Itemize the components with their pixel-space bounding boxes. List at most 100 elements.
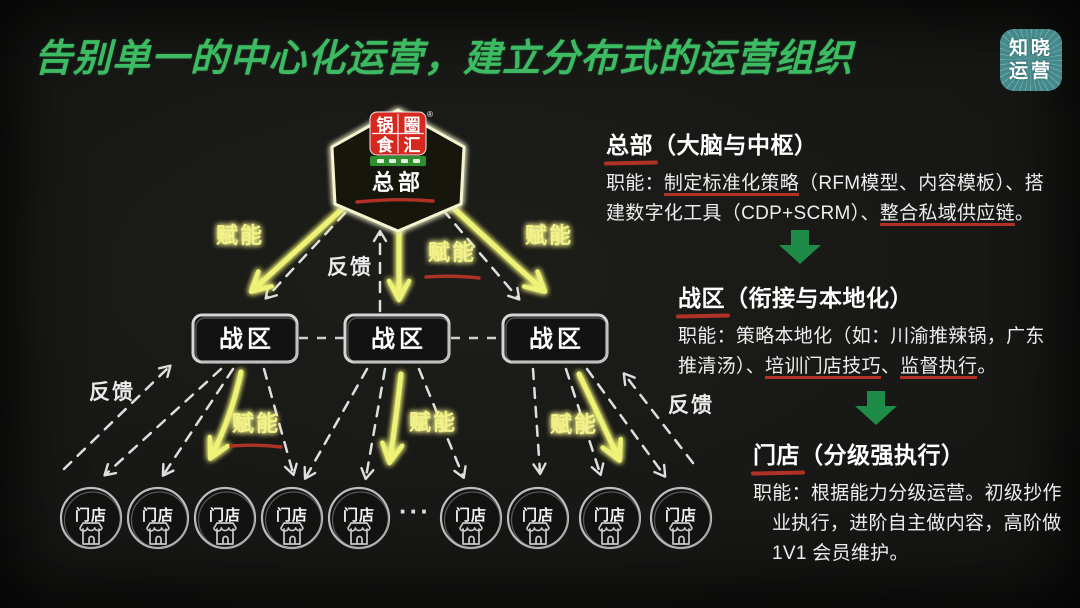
text-run: （RFM模型、内容模板）、搭建数字化工具（CDP+SCRM）、 bbox=[606, 173, 1044, 224]
dashed-arrow bbox=[161, 367, 235, 477]
store-circle: 门店 bbox=[59, 486, 123, 550]
empower-label: 赋能 bbox=[428, 240, 476, 265]
dashed-arrow bbox=[585, 367, 667, 478]
down-arrow-icon bbox=[855, 391, 897, 425]
zone-duties: 职能：策略本地化（如：川渝推辣锅，广东推清汤）、培训门店技巧、监督执行。 bbox=[678, 322, 1062, 382]
red-underline bbox=[424, 274, 481, 280]
store-label: 门店 bbox=[343, 506, 375, 524]
text-run: 。 bbox=[977, 356, 997, 377]
page-title: 告别单一的中心化运营，建立分布式的运营组织 bbox=[34, 38, 854, 80]
dashed-arrow bbox=[417, 367, 467, 480]
brand-char: 锅 bbox=[377, 115, 394, 135]
store-label: 门店 bbox=[665, 506, 697, 524]
zone-label: 战区 bbox=[371, 326, 427, 353]
hq-label: 总部 bbox=[372, 170, 424, 195]
dashed-arrow bbox=[262, 367, 298, 477]
empower-arrow bbox=[443, 198, 548, 294]
empower-arrows: 赋能 赋能 赋能 赋能 赋能 赋能 bbox=[207, 198, 624, 466]
empower-label: 赋能 bbox=[409, 410, 457, 435]
dashed-arrow bbox=[264, 211, 347, 300]
feedback-label: 反馈 bbox=[668, 393, 714, 417]
storefront-icon bbox=[526, 522, 550, 545]
hq-duties: 职能：制定标准化策略（RFM模型、内容模板）、搭建数字化工具（CDP+SCRM）… bbox=[606, 169, 1052, 229]
zone-box: 战区 bbox=[501, 313, 609, 364]
store-circles: 门店 门店 门店 门店 门店 门店 门店 门店 门店 bbox=[59, 486, 713, 550]
store-block: 门店（分级强执行） 职能：根据能力分级运营。初级抄作业执行，进阶自主做内容，高阶… bbox=[753, 436, 1063, 569]
org-diagram: 赋能 赋能 赋能 赋能 赋能 赋能 反馈 反馈 反馈 锅 圈 食 汇 ® bbox=[59, 108, 714, 550]
store-circle: 门店 bbox=[260, 486, 324, 550]
brand-char: 圈 bbox=[404, 116, 421, 135]
store-label: 门店 bbox=[142, 506, 174, 524]
storefront-icon bbox=[669, 522, 693, 545]
feedback-label: 反馈 bbox=[327, 255, 373, 279]
hq-node bbox=[330, 108, 466, 233]
brand-tagline-strip bbox=[370, 156, 426, 166]
storefront-icon bbox=[459, 522, 483, 545]
store-label: 门店 bbox=[75, 506, 107, 524]
badge-burst-icon bbox=[1000, 29, 1062, 91]
store-label: 门店 bbox=[209, 506, 241, 524]
text-run: 职能： bbox=[606, 173, 664, 194]
empower-label: 赋能 bbox=[232, 411, 280, 436]
brand-char: 汇 bbox=[404, 136, 421, 155]
zone-box: 战区 bbox=[191, 313, 299, 364]
feedback-arrow bbox=[622, 372, 695, 465]
text-run: 。 bbox=[1014, 203, 1035, 224]
text-run: 职能：根据能力分级运营。初级抄作业执行，进阶自主做内容，高阶做 1V1 会员维护… bbox=[753, 483, 1062, 564]
feedback-label: 反馈 bbox=[89, 380, 135, 404]
underlined-phrase: 培训门店技巧 bbox=[765, 356, 881, 380]
zone-heading-rest: （衔接与本地化） bbox=[725, 285, 913, 311]
feedback-arrow bbox=[62, 364, 172, 471]
text-run: 职能：策略本地化（如：川渝推辣锅，广东推清汤）、 bbox=[678, 326, 1045, 377]
storefront-icon bbox=[213, 522, 237, 545]
tagline-marks bbox=[377, 159, 420, 163]
storefront-icon bbox=[598, 522, 622, 545]
text-run: 、 bbox=[880, 356, 901, 377]
underlined-phrase: 制定标准化策略 bbox=[663, 173, 800, 197]
zone-boxes: 战区 战区 战区 bbox=[191, 313, 609, 364]
store-heading: 门店（分级强执行） bbox=[753, 436, 1063, 470]
zone-block: 战区（衔接与本地化） 职能：策略本地化（如：川渝推辣锅，广东推清汤）、培训门店技… bbox=[678, 279, 1062, 382]
down-arrow-icon bbox=[779, 230, 821, 264]
brand-logo: 锅 圈 食 汇 ® bbox=[369, 110, 433, 166]
underlined-phrase: 整合私域供应链 bbox=[879, 203, 1015, 227]
dashed-arrow bbox=[441, 208, 521, 301]
store-label: 门店 bbox=[594, 506, 626, 524]
store-circle: 门店 bbox=[649, 486, 713, 550]
storefront-icon bbox=[146, 522, 170, 545]
registered-mark: ® bbox=[427, 110, 433, 119]
red-underline bbox=[229, 443, 283, 449]
hq-block: 总部（大脑与中枢） 职能：制定标准化策略（RFM模型、内容模板）、搭建数字化工具… bbox=[606, 126, 1052, 229]
storefront-icon bbox=[79, 522, 103, 545]
zone-label: 战区 bbox=[529, 326, 585, 353]
badge-line1: 知晓 bbox=[1008, 37, 1053, 59]
zone-box: 战区 bbox=[343, 313, 451, 364]
store-circle: 门店 bbox=[439, 486, 503, 550]
ellipsis: ··· bbox=[399, 496, 431, 526]
badge-line2: 运营 bbox=[1008, 60, 1053, 82]
store-heading-term: 门店 bbox=[753, 436, 800, 470]
store-circle: 门店 bbox=[126, 486, 190, 550]
empower-arrow bbox=[380, 371, 405, 466]
store-label: 门店 bbox=[522, 506, 554, 524]
zone-label: 战区 bbox=[219, 326, 275, 353]
dashed-arrow bbox=[564, 367, 605, 477]
hq-heading-rest: （大脑与中枢） bbox=[653, 132, 818, 158]
store-circle: 门店 bbox=[506, 486, 570, 550]
empower-label: 赋能 bbox=[525, 223, 573, 248]
dashed-arrow bbox=[531, 367, 547, 476]
underlined-phrase: 监督执行 bbox=[900, 356, 978, 380]
empower-arrow bbox=[248, 198, 354, 294]
zone-heading: 战区（衔接与本地化） bbox=[678, 279, 1062, 313]
hexagon bbox=[330, 108, 466, 233]
empower-arrow bbox=[207, 369, 244, 461]
store-duties: 职能：根据能力分级运营。初级抄作业执行，进阶自主做内容，高阶做 1V1 会员维护… bbox=[753, 479, 1063, 569]
empower-label: 赋能 bbox=[550, 412, 598, 437]
store-label: 门店 bbox=[276, 506, 308, 524]
hq-heading: 总部（大脑与中枢） bbox=[606, 126, 1052, 160]
dashed-arrows bbox=[62, 208, 695, 481]
empower-arrow bbox=[576, 371, 624, 463]
dashed-arrow bbox=[303, 367, 369, 480]
store-circle: 门店 bbox=[193, 486, 257, 550]
